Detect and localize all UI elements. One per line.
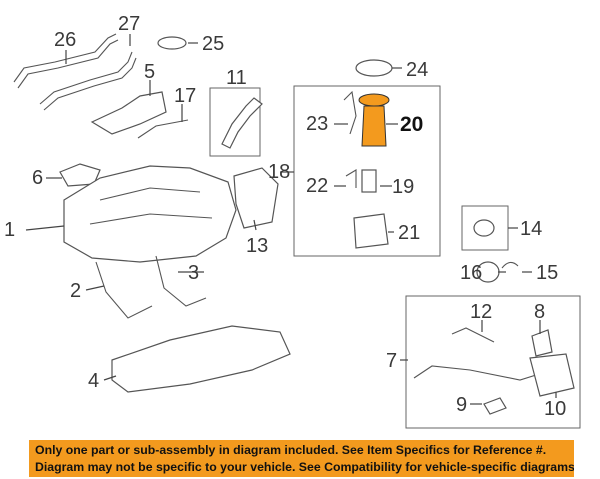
callout-20: 20 [400, 113, 423, 136]
callout-9: 9 [456, 394, 467, 416]
callout-7: 7 [386, 350, 397, 372]
callout-26: 26 [54, 29, 76, 51]
fuel-system-exploded-view: 1 2 3 4 5 6 7 8 9 10 11 12 13 14 15 16 1… [4, 13, 581, 429]
callout-6: 6 [32, 167, 43, 189]
callout-27: 27 [118, 13, 140, 35]
part-22-wiring [345, 169, 357, 188]
part-8-hose [531, 329, 553, 357]
part-21-filter [353, 213, 389, 249]
callout-17: 17 [174, 85, 196, 107]
part-13-shield [233, 167, 279, 229]
part-7-vapor-pipe [413, 365, 553, 381]
part-27-fuel-line [39, 51, 137, 111]
callout-4: 4 [88, 370, 99, 392]
part-5-bracket [90, 91, 167, 135]
part-9-bracket [483, 397, 507, 415]
callout-14: 14 [520, 218, 542, 240]
part-11-filler-pipe [221, 97, 263, 149]
callout-19: 19 [392, 176, 414, 198]
callout-1: 1 [4, 219, 15, 241]
part-14-filler-neck [473, 219, 495, 237]
part-25-gasket [157, 36, 187, 50]
callout-23: 23 [306, 113, 328, 135]
disclaimer-line-1: Only one part or sub-assembly in diagram… [35, 443, 547, 457]
callout-18: 18 [268, 161, 290, 183]
part-12-hose [451, 327, 495, 343]
disclaimer-banner: Only one part or sub-assembly in diagram… [29, 440, 574, 477]
callout-8: 8 [534, 301, 545, 323]
callout-2: 2 [70, 280, 81, 302]
part-15-clip [501, 261, 519, 269]
callout-11: 11 [226, 67, 247, 89]
part-20-fuel-pump-highlighted [358, 93, 390, 147]
disclaimer-line-2: Diagram may not be specific to your vehi… [35, 460, 574, 474]
part-17-hose [137, 119, 189, 139]
callout-25: 25 [202, 33, 224, 55]
part-23-sender [343, 90, 357, 135]
callout-21: 21 [398, 222, 420, 244]
callout-16: 16 [460, 262, 482, 284]
part-19-pump [361, 169, 377, 193]
callout-22: 22 [306, 175, 328, 197]
callout-13: 13 [246, 235, 268, 257]
part-10-valve [529, 353, 575, 397]
box-18-pump-assembly [293, 85, 441, 257]
part-3-tank-strap [155, 255, 207, 307]
callout-3: 3 [188, 262, 199, 284]
callout-10: 10 [544, 398, 566, 420]
callout-24: 24 [406, 59, 428, 81]
callout-15: 15 [536, 262, 558, 284]
part-2-tank-strap [95, 261, 153, 319]
callout-12: 12 [470, 301, 492, 323]
part-4-skid-plate [111, 325, 291, 393]
part-26-fuel-line [13, 33, 119, 89]
part-6-shield [59, 163, 101, 187]
box-7-vapor-pipes [405, 295, 581, 429]
part-24-lock-ring [355, 59, 393, 77]
callout-5: 5 [144, 61, 155, 83]
